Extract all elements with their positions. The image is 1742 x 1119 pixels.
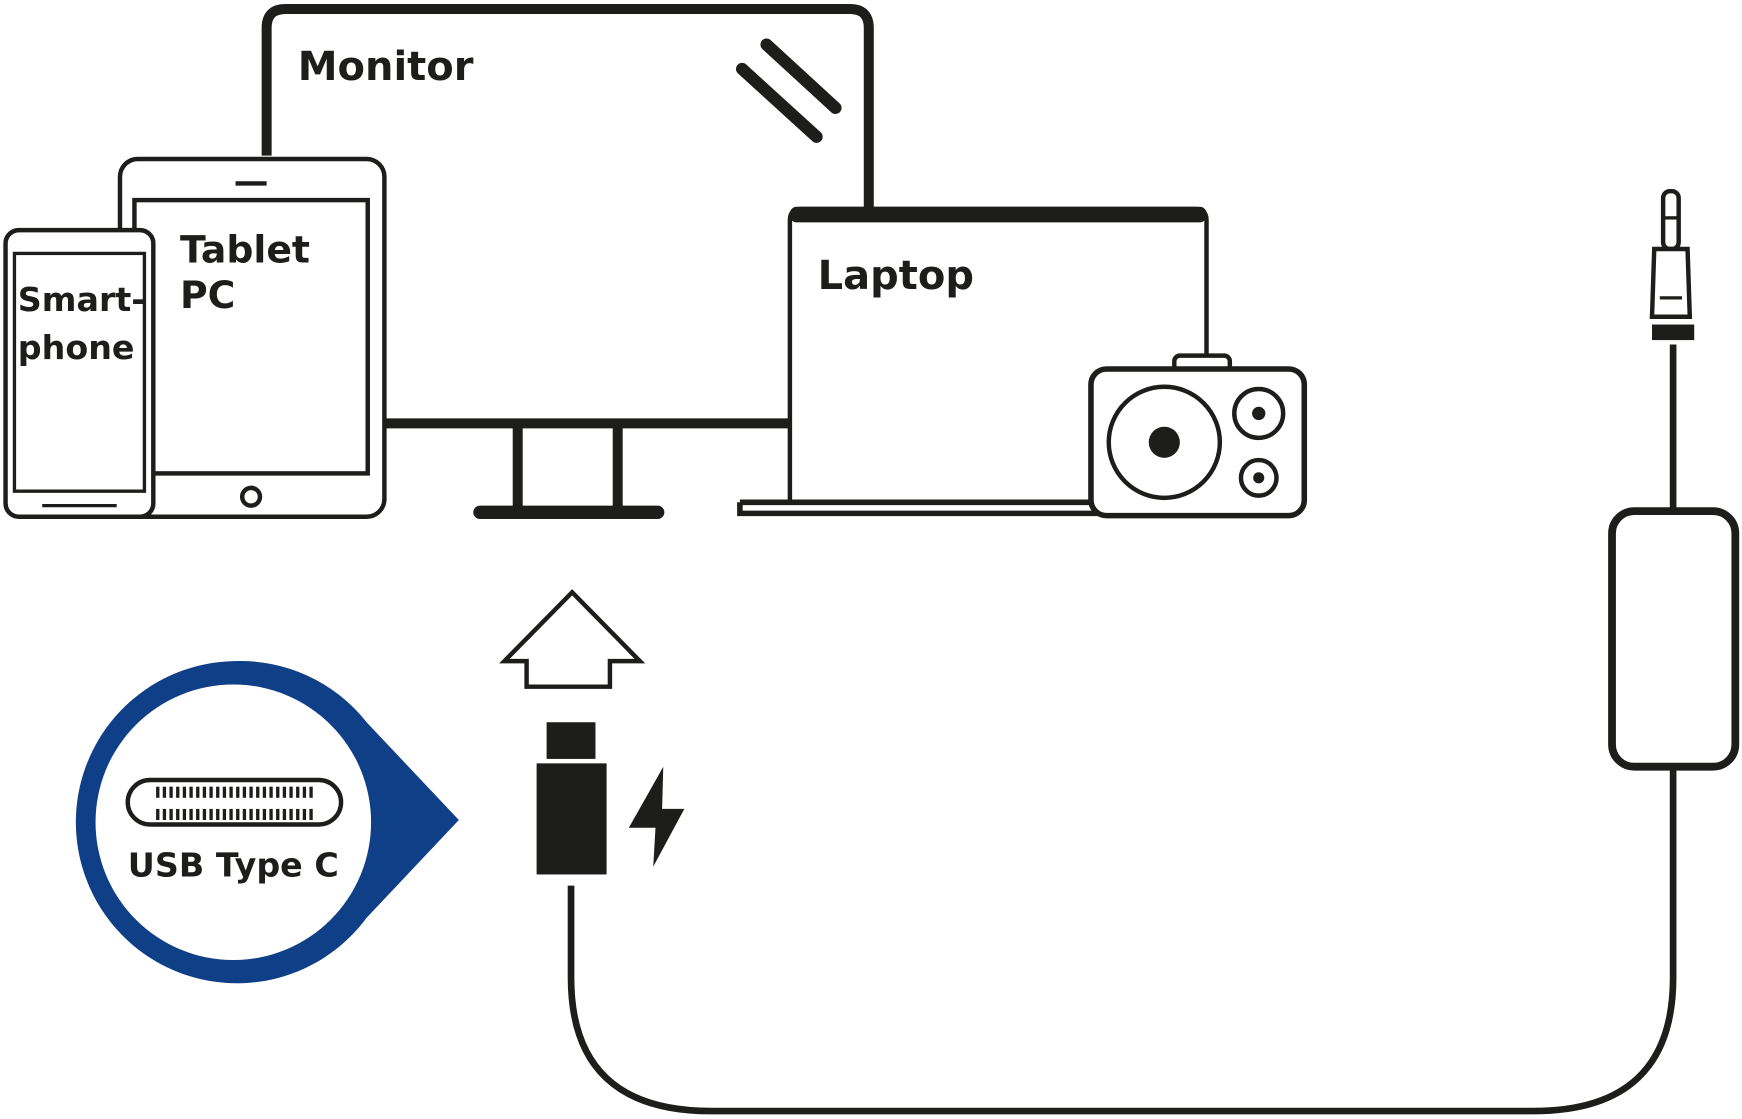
audio-jack-icon [1649, 188, 1695, 341]
tablet-label-line1: Tablet [180, 227, 310, 271]
usb-type-c-label: USB Type C [128, 846, 339, 885]
laptop-icon: Laptop [737, 206, 1209, 517]
monitor-icon: Monitor [261, 4, 874, 519]
camera-icon [1088, 353, 1308, 519]
smartphone-icon: Smart- phone [3, 227, 156, 519]
monitor-label: Monitor [298, 44, 474, 90]
up-arrow-icon [499, 589, 646, 689]
tablet-icon: Tablet PC [117, 156, 387, 519]
lightning-icon [628, 766, 685, 867]
smartphone-label-line2: phone [18, 328, 135, 367]
usb-c-plug-icon [536, 722, 607, 875]
inline-control-icon [1608, 507, 1740, 771]
laptop-label: Laptop [818, 253, 974, 299]
tablet-label-line2: PC [180, 273, 235, 317]
smartphone-label-line1: Smart- [18, 280, 145, 319]
usb-type-c-callout: USB Type C [75, 661, 459, 984]
